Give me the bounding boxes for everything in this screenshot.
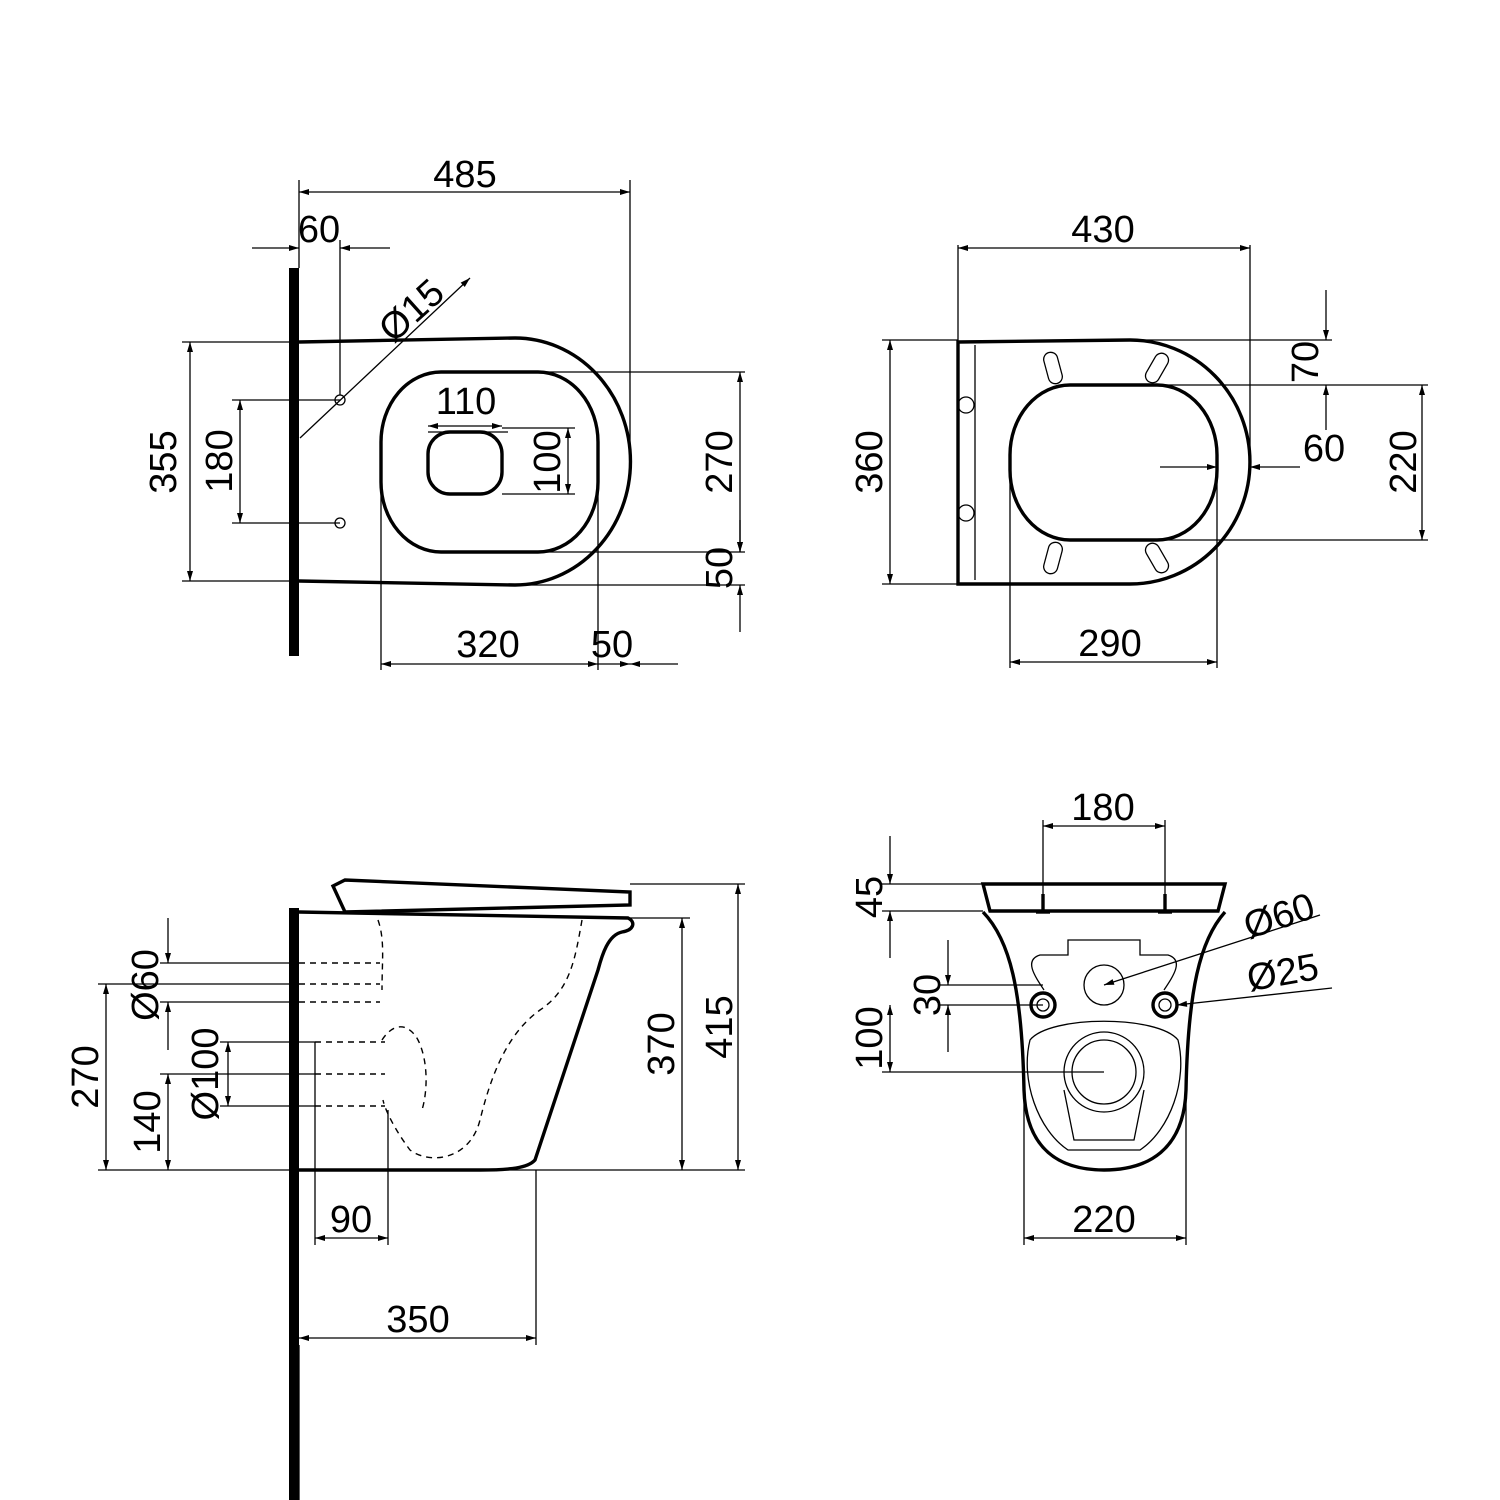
extension-lines [98, 883, 745, 1500]
seat-view: 430 70 220 60 360 290 [849, 209, 1428, 668]
outer-width-label: 355 [143, 430, 185, 493]
hole-spacing-label: 180 [199, 429, 241, 492]
outlet-offset-label: 90 [330, 1199, 372, 1241]
rear-profile [980, 882, 1228, 1172]
front-gap-label: 60 [1303, 428, 1345, 470]
wall-section [289, 908, 299, 1500]
inner-length-label: 290 [1078, 623, 1141, 665]
rim-width-label: 270 [699, 430, 741, 493]
inlet-diameter-leader [1103, 914, 1321, 986]
seat-width-label: 360 [849, 430, 891, 493]
outlet-offset-label: 100 [849, 1006, 891, 1069]
outlet-height-label: 140 [127, 1090, 169, 1153]
seat-length-label: 430 [1071, 209, 1134, 251]
total-height-label: 415 [699, 995, 741, 1058]
bowl-outline [298, 336, 633, 587]
wall-section [289, 268, 299, 656]
base-width-label: 220 [1072, 1199, 1135, 1241]
bowl-profile [298, 878, 635, 1172]
seat-outline [956, 338, 1252, 586]
hole-diameter-leader [299, 277, 471, 439]
front-rim-label: 50 [699, 547, 741, 589]
depth-label: 485 [433, 154, 496, 196]
bolt-offset-label: 30 [907, 974, 949, 1016]
opening-width-label: 110 [436, 381, 497, 423]
seat-thickness-label: 45 [849, 876, 891, 918]
inlet-diameter-label: Ø60 [1239, 886, 1320, 948]
bolt-diameter-leader [1176, 987, 1333, 1007]
bolt-spacing-label: 180 [1071, 787, 1134, 829]
rear-label: 70 [1285, 341, 1327, 383]
extension-lines [882, 820, 1187, 1245]
bolt-diameter-label: Ø25 [1244, 946, 1322, 1000]
wall-offset-label: 60 [298, 209, 340, 251]
side-rim-label: 50 [591, 624, 633, 666]
inlet-diameter-label: Ø60 [125, 949, 167, 1021]
top-view: 485 60 Ø15 355 180 270 110 100 50 320 50 [143, 154, 745, 670]
inlet-height-label: 270 [65, 1045, 107, 1108]
opening-depth-label: 100 [527, 430, 569, 493]
side-view: Ø60 270 Ø100 140 90 370 415 350 [65, 878, 745, 1500]
extension-lines [882, 245, 1428, 668]
extension-lines [182, 180, 745, 670]
outlet-diameter-label: Ø100 [185, 1028, 227, 1121]
projection-label: 350 [386, 1299, 449, 1341]
rear-view: 180 45 Ø60 Ø25 30 100 220 [849, 787, 1333, 1245]
bowl-height-label: 370 [641, 1012, 683, 1075]
inner-width-label: 220 [1383, 430, 1425, 493]
rim-length-label: 320 [456, 624, 519, 666]
